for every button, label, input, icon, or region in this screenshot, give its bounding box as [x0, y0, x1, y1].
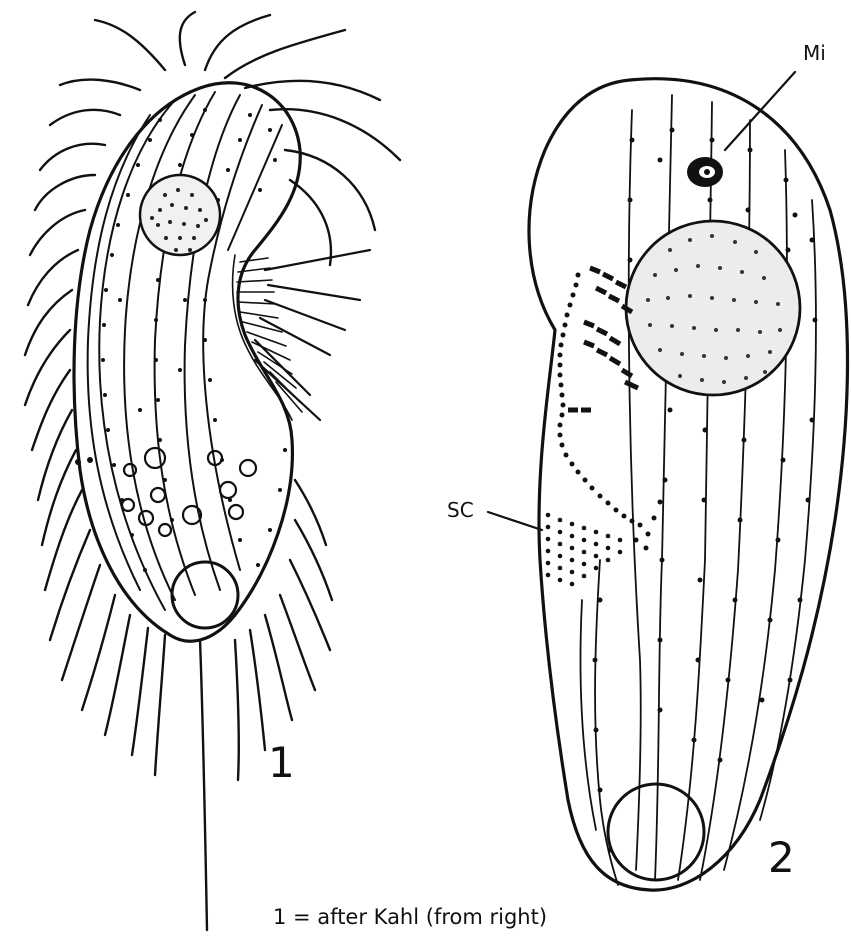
oral-cilia — [255, 250, 370, 420]
mi-leader-line — [725, 72, 795, 150]
panel-2-drawing — [488, 72, 848, 890]
panel-2-body-outline — [529, 79, 848, 890]
panel-1-drawing — [25, 12, 400, 930]
panel-1-macronucleus — [140, 175, 220, 255]
panel-2-scutica — [546, 513, 623, 587]
panel-2-number: 2 — [768, 833, 795, 882]
caudal-cilium — [200, 640, 207, 930]
panel-1-body-outline — [74, 83, 300, 641]
figure-caption: 1 = after Kahl (from right) — [273, 905, 547, 929]
panel-2-kineties — [581, 95, 816, 885]
sc-label: SC — [447, 498, 474, 522]
panel-1-contractile-vacuole — [172, 562, 238, 628]
panel-1-number: 1 — [268, 738, 295, 787]
sc-leader-line — [488, 512, 542, 530]
cilia-fringe — [25, 12, 400, 780]
panel-2-macronucleus — [626, 221, 800, 395]
panel-2-micronucleus — [687, 157, 723, 187]
mi-label: Mi — [803, 41, 826, 65]
